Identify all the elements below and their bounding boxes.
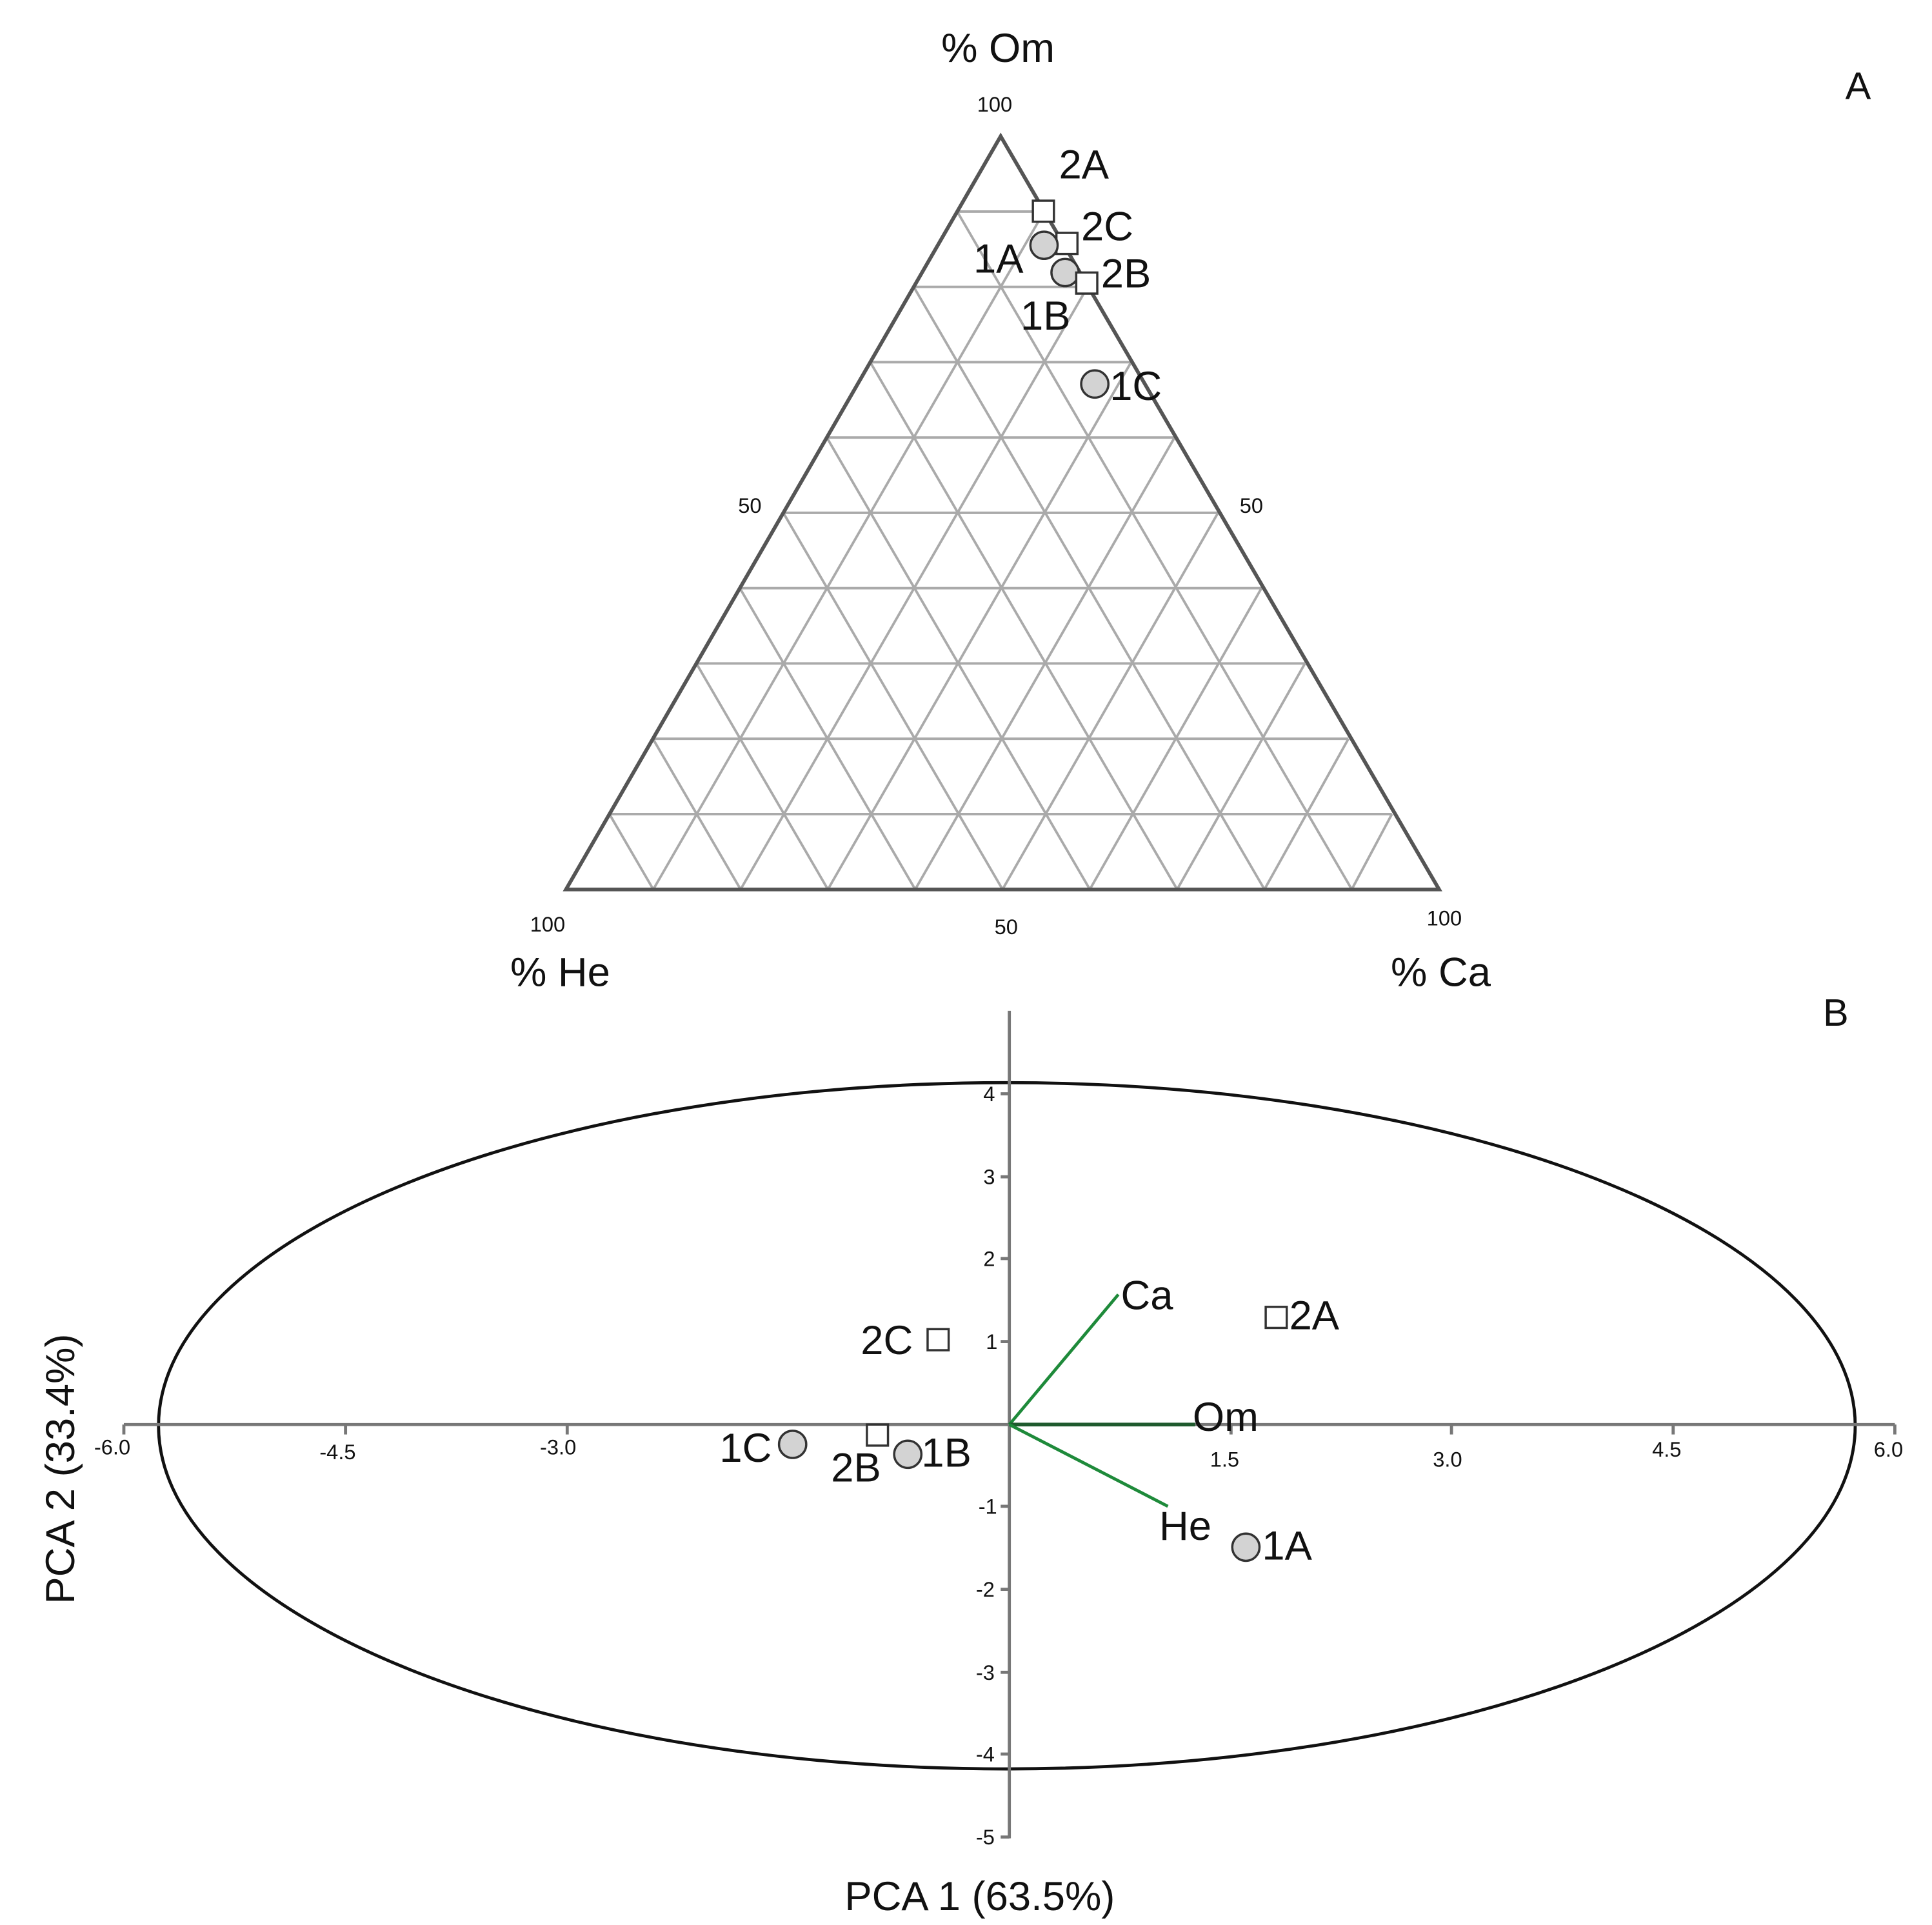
ternary-points: 2A 2C 1A 1B 2B 1C (973, 143, 1162, 410)
ternary-label-1B: 1B (1021, 294, 1070, 339)
ternary-right-label: % Ca (1391, 950, 1491, 995)
ternary-bottom-mid-tick: 50 (995, 915, 1018, 939)
y-tick-label: -2 (976, 1577, 995, 1601)
ternary-apex-label: % Om (941, 26, 1055, 71)
x-tick-label: 6.0 (1874, 1437, 1903, 1461)
pca-label-1B: 1B (921, 1431, 971, 1476)
ternary-left-mid-tick: 50 (738, 494, 761, 517)
pca-point-2B[interactable] (866, 1423, 890, 1447)
ternary-right-mid-tick: 50 (1240, 494, 1263, 517)
pca-label-1C: 1C (719, 1426, 772, 1471)
ternary-outline (563, 132, 1442, 892)
pca-label-1A: 1A (1262, 1524, 1312, 1569)
x-tick-label: -6.0 (94, 1435, 130, 1459)
y-tick-label: -4 (976, 1742, 995, 1766)
y-tick-label: -1 (979, 1494, 997, 1518)
y-tick-label: -3 (976, 1661, 995, 1684)
pca-label-2B: 2B (831, 1446, 881, 1491)
ternary-point-1A[interactable] (1029, 230, 1059, 261)
ternary-label-2A: 2A (1059, 143, 1109, 188)
x-tick-label: -4.5 (319, 1440, 355, 1464)
ternary-label-1C: 1C (1110, 364, 1162, 409)
panel-label-a: A (1846, 65, 1871, 108)
loading-vector-he (1008, 1423, 1169, 1508)
y-tick-label: 2 (983, 1246, 995, 1270)
x-tick-label: 1.5 (1210, 1448, 1239, 1471)
pca-point-2A[interactable] (1264, 1306, 1288, 1330)
ternary-label-1A: 1A (973, 236, 1024, 281)
loading-vector-ca (1008, 1293, 1120, 1426)
pca-label-2A: 2A (1290, 1293, 1340, 1338)
y-axis-title: PCA 2 (33.4%) (38, 1334, 83, 1604)
loading-label-ca: Ca (1120, 1273, 1173, 1319)
loading-label-he: He (1159, 1504, 1211, 1549)
ternary-bottom-right-tick: 100 (1427, 906, 1462, 930)
loading-vectors: Ca Om He (1008, 1273, 1259, 1549)
y-axis-ticks: 4 3 2 1 -1 -2 -3 -4 -5 (976, 1082, 1010, 1849)
x-tick-label: 3.0 (1433, 1448, 1462, 1471)
x-tick-label: -3.0 (540, 1435, 576, 1459)
pca-point-2C[interactable] (926, 1328, 950, 1351)
ternary-point-1C[interactable] (1080, 369, 1110, 399)
pca-point-1C[interactable] (777, 1430, 808, 1459)
x-axis-ticks: -6.0 -4.5 -3.0 1.5 3.0 4.5 6.0 (94, 1424, 1903, 1471)
ternary-bottom-left-tick: 100 (530, 912, 565, 936)
panel-label-b: B (1823, 991, 1849, 1034)
ternary-point-2A[interactable] (1031, 199, 1055, 223)
ternary-label-2B: 2B (1101, 251, 1151, 296)
ternary-apex-tick: 100 (977, 92, 1012, 116)
y-tick-label: 4 (983, 1082, 995, 1106)
pca-point-1B[interactable] (893, 1439, 923, 1470)
pca-biplot: B -6.0 -4.5 -3.0 1.5 3.0 4.5 6.0 (38, 991, 1903, 1919)
y-tick-label: 3 (983, 1165, 995, 1189)
ternary-point-2C[interactable] (1055, 232, 1079, 255)
ternary-grid (608, 210, 1393, 890)
loading-label-om: Om (1193, 1395, 1259, 1440)
ternary-point-1B[interactable] (1050, 257, 1080, 288)
ternary-left-label: % He (510, 950, 610, 995)
pca-point-1A[interactable] (1231, 1532, 1261, 1562)
ternary-point-2B[interactable] (1075, 271, 1099, 295)
pca-points: 2A 2C 1C 2B 1B 1A (719, 1293, 1339, 1568)
x-tick-label: 4.5 (1652, 1437, 1681, 1461)
y-tick-label: -5 (976, 1825, 995, 1849)
pca-label-2C: 2C (861, 1318, 913, 1363)
y-tick-label: 1 (986, 1330, 997, 1353)
ternary-label-2C: 2C (1081, 204, 1133, 250)
x-axis-title: PCA 1 (63.5%) (844, 1874, 1115, 1919)
ternary-plot: A % Om 100 (510, 26, 1871, 995)
